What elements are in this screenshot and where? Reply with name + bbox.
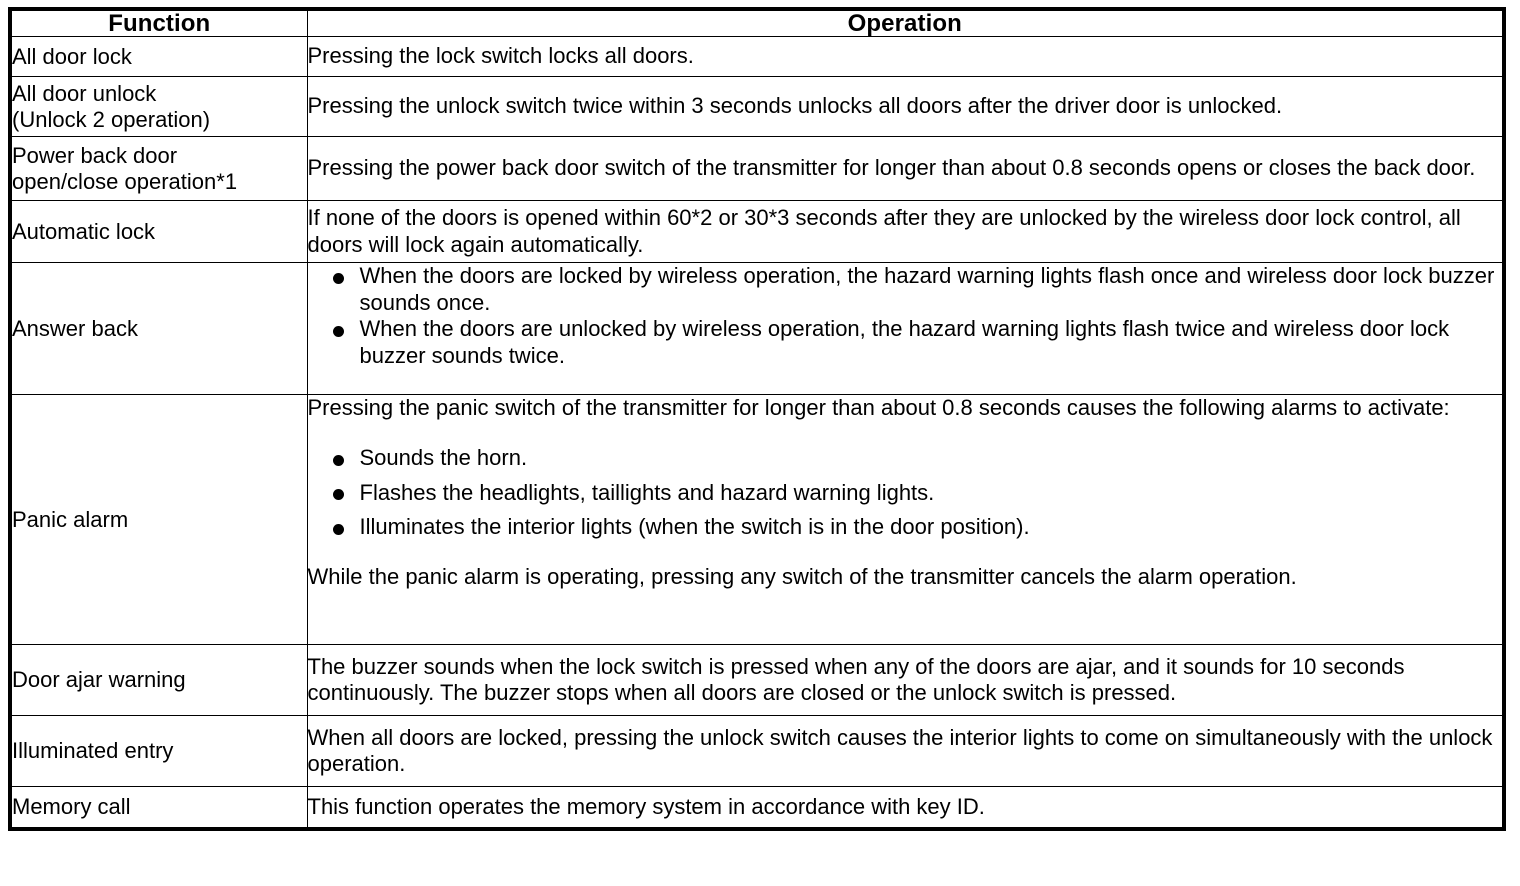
operation-bullet-list: Sounds the horn. Flashes the headlights,… [308, 445, 1503, 541]
function-name-cell: Panic alarm [9, 394, 308, 646]
function-name-cell: Power back door open/close operation*1 [9, 136, 308, 202]
operation-paragraph: Pressing the power back door switch of t… [307, 155, 1476, 181]
bullet-item: When the doors are unlocked by wireless … [308, 316, 1503, 369]
function-name-cell: Illuminated entry [9, 715, 308, 788]
function-name-cell: Answer back [9, 262, 308, 396]
bullet-item: When the doors are locked by wireless op… [308, 263, 1503, 316]
table-row: Illuminated entry When all doors are loc… [9, 715, 1505, 788]
table-row: Power back door open/close operation*1 P… [9, 136, 1505, 202]
table-row: Door ajar warning The buzzer sounds when… [9, 644, 1505, 717]
function-name-cell: Memory call [9, 786, 308, 830]
operation-paragraph: When all doors are locked, pressing the … [307, 724, 1493, 777]
function-name-cell: All door lock [9, 36, 308, 78]
function-name-cell: Door ajar warning [9, 644, 308, 717]
operation-cell: Pressing the panic switch of the transmi… [306, 394, 1505, 646]
operation-paragraph: The buzzer sounds when the lock switch i… [307, 653, 1405, 706]
table-row: Automatic lock If none of the doors is o… [9, 200, 1505, 264]
bullet-item: Flashes the headlights, taillights and h… [308, 480, 1503, 507]
function-name-cell: All door unlock (Unlock 2 operation) [9, 76, 308, 138]
column-header-operation: Operation [306, 8, 1504, 38]
operation-cell: When all doors are locked, pressing the … [306, 715, 1505, 788]
function-name-cell: Automatic lock [9, 200, 308, 264]
operation-cell: Pressing the power back door switch of t… [306, 136, 1505, 202]
operation-paragraph: If none of the doors is opened within 60… [307, 205, 1461, 257]
operation-cell: Pressing the unlock switch twice within … [306, 76, 1505, 138]
header-row: Function Operation [10, 8, 1504, 38]
operation-bullet-list: When the doors are locked by wireless op… [308, 263, 1503, 369]
wireless-door-lock-function-table: Function Operation All door lock Pressin… [8, 7, 1506, 832]
column-header-function: Function [10, 8, 308, 38]
paragraph-spacer [308, 422, 1503, 445]
operation-cell: The buzzer sounds when the lock switch i… [306, 644, 1505, 717]
table-row: Panic alarm Pressing the panic switch of… [9, 394, 1505, 646]
table-body: All door lock Pressing the lock switch l… [9, 36, 1505, 830]
table-row: All door unlock (Unlock 2 operation) Pre… [9, 76, 1505, 138]
operation-paragraph: Pressing the lock switch locks all doors… [307, 43, 694, 69]
operation-outro-paragraph: While the panic alarm is operating, pres… [307, 563, 1297, 589]
operation-paragraph: Pressing the unlock switch twice within … [307, 93, 1283, 119]
bullet-item: Sounds the horn. [308, 445, 1503, 472]
table-row: Memory call This function operates the m… [9, 786, 1505, 830]
bullet-item: Illuminates the interior lights (when th… [308, 514, 1503, 541]
table-row: Answer back When the doors are locked by… [9, 262, 1505, 396]
table-header: Function Operation [10, 8, 1504, 38]
operation-cell: When the doors are locked by wireless op… [306, 262, 1505, 396]
operation-cell: Pressing the lock switch locks all doors… [306, 36, 1505, 78]
table-row: All door lock Pressing the lock switch l… [9, 36, 1505, 78]
operation-intro-paragraph: Pressing the panic switch of the transmi… [307, 395, 1450, 421]
operation-paragraph: This function operates the memory system… [307, 793, 985, 819]
operation-cell: This function operates the memory system… [306, 786, 1505, 830]
paragraph-spacer [308, 541, 1503, 564]
operation-cell: If none of the doors is opened within 60… [306, 200, 1505, 264]
